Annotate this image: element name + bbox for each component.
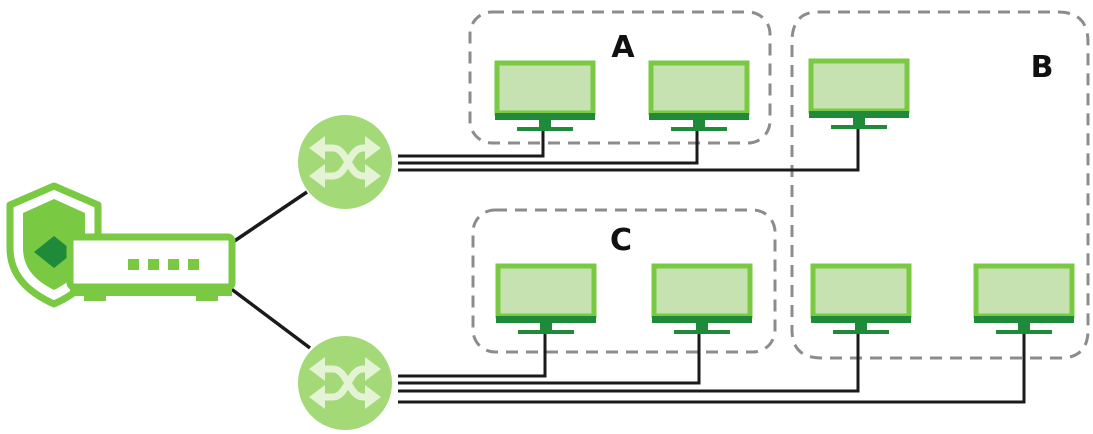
- switch-icon: [298, 115, 392, 209]
- security-gateway-icon: [6, 182, 236, 308]
- group-label-b: B: [1031, 50, 1054, 85]
- bottom-switch-cables: [398, 330, 1026, 404]
- monitor-icon: [974, 266, 1074, 334]
- switch-icon: [298, 336, 392, 430]
- top-switch-cables: [398, 127, 860, 172]
- group-label-c: C: [610, 223, 632, 258]
- uplink-top: [229, 190, 308, 246]
- monitor-icon: [649, 63, 749, 131]
- uplink-bottom: [228, 286, 312, 350]
- monitor-icon: [809, 61, 909, 129]
- group-c-box: [471, 208, 777, 354]
- monitor-icon: [496, 266, 596, 334]
- monitor-icon: [495, 63, 595, 131]
- monitor-icon: [652, 266, 752, 334]
- group-label-a: A: [611, 30, 635, 65]
- monitor-icon: [811, 266, 911, 334]
- group-b-box: [790, 10, 1090, 360]
- group-a-box: [468, 10, 772, 145]
